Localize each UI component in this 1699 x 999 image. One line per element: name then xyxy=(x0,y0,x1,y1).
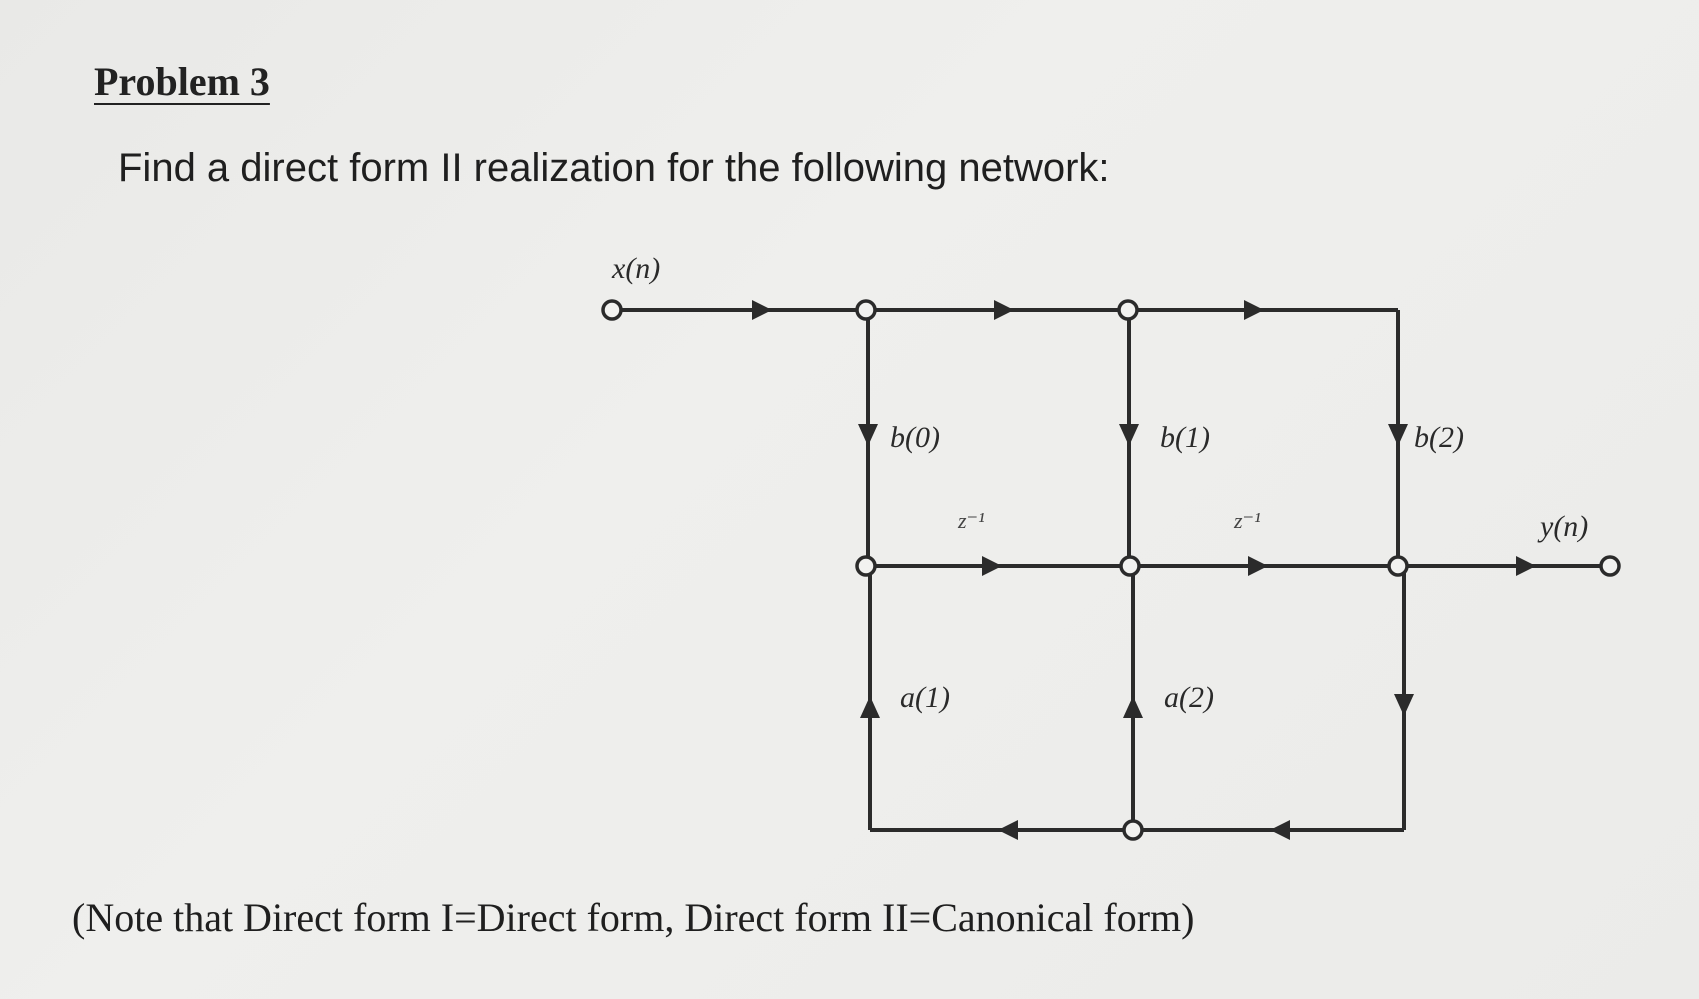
delay-1-label: z⁻¹ xyxy=(957,508,985,533)
node-mid-2 xyxy=(1119,555,1141,577)
input-node xyxy=(601,299,623,321)
output-node xyxy=(1599,555,1621,577)
problem-note: (Note that Direct form I=Direct form, Di… xyxy=(72,895,1195,940)
problem-prompt: Find a direct form II realization for th… xyxy=(118,146,1110,190)
node-top-2 xyxy=(1117,299,1139,321)
coef-b1-label: b(1) xyxy=(1160,421,1210,454)
node-top-1 xyxy=(855,299,877,321)
node-bottom xyxy=(1122,819,1144,841)
node-mid-3 xyxy=(1387,555,1409,577)
node-mid-1 xyxy=(855,555,877,577)
flow-nodes xyxy=(601,299,1621,841)
coef-a1-label: a(1) xyxy=(900,681,950,714)
signal-flow-edges xyxy=(614,308,1608,832)
coef-b2-label: b(2) xyxy=(1414,421,1464,454)
flow-arrows xyxy=(752,300,1536,840)
input-label: x(n) xyxy=(611,252,660,285)
output-label: y(n) xyxy=(1537,510,1588,543)
problem-title: Problem 3 xyxy=(94,59,270,104)
coef-a2-label: a(2) xyxy=(1164,681,1214,714)
delay-2-label: z⁻¹ xyxy=(1233,508,1261,533)
coef-b0-label: b(0) xyxy=(890,421,940,454)
